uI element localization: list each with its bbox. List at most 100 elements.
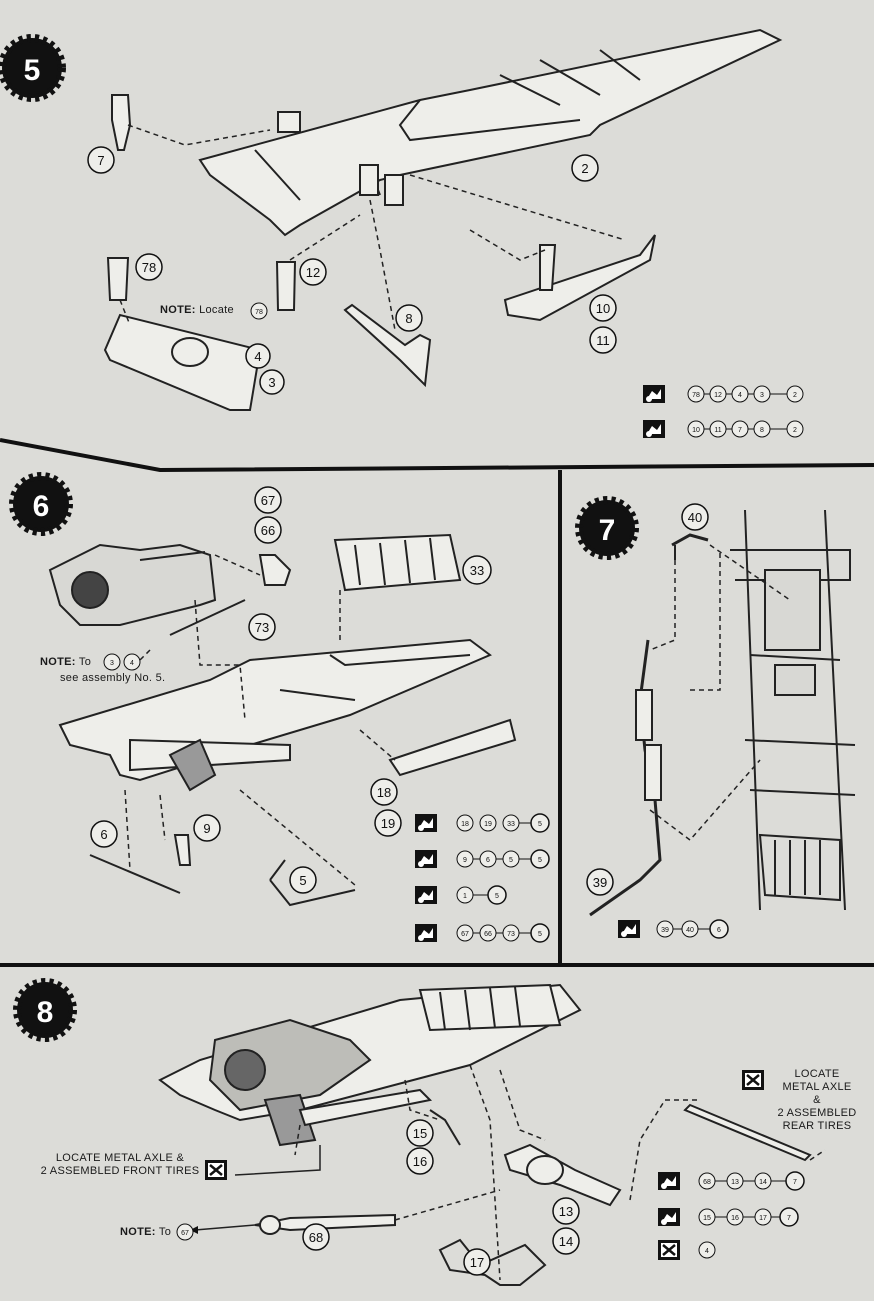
svg-text:66: 66 [484, 931, 492, 938]
svg-text:10: 10 [692, 427, 700, 434]
step6-leader-lines [124, 554, 396, 886]
svg-text:7: 7 [793, 1179, 797, 1186]
rear-axle-note: LOCATE METAL AXLE & 2 ASSEMBLED REAR TIR… [770, 1068, 864, 1133]
step7-exhaust-drawing [589, 533, 709, 917]
step5-front-axle-drawing [343, 234, 656, 388]
step6-small-parts-drawing [89, 599, 356, 907]
glue-icon [658, 1208, 680, 1226]
svg-text:7: 7 [97, 153, 104, 168]
callout-73: 73 [248, 613, 276, 641]
svg-text:8: 8 [37, 996, 54, 1029]
svg-text:3: 3 [110, 660, 114, 667]
svg-text:4: 4 [130, 660, 134, 667]
glue-icon [415, 886, 437, 904]
callouts: 7 2 78 12 8 10 11 4 3 67 66 73 33 18 19 … [87, 146, 709, 1276]
svg-text:9: 9 [463, 857, 467, 864]
svg-text:68: 68 [309, 1230, 323, 1245]
note-label: NOTE: [40, 656, 76, 668]
svg-text:16: 16 [731, 1215, 739, 1222]
callout-17: 17 [463, 1248, 491, 1276]
svg-text:2: 2 [793, 392, 797, 399]
step7-sequences: 39 40 6 [618, 919, 729, 939]
svg-text:66: 66 [261, 523, 275, 538]
step5-leader-lines [119, 124, 626, 331]
front-note-line2: 2 ASSEMBLED FRONT TIRES [40, 1165, 200, 1177]
svg-text:33: 33 [507, 821, 515, 828]
svg-text:67: 67 [261, 493, 275, 508]
callout-68: 68 [302, 1223, 330, 1251]
glue-icon [415, 850, 437, 868]
svg-text:5: 5 [538, 931, 542, 938]
callout-39: 39 [586, 868, 614, 896]
svg-text:3: 3 [760, 392, 764, 399]
svg-text:5: 5 [538, 857, 542, 864]
callout-5-step6: 5 [289, 866, 317, 894]
step5-note: NOTE: Locate [160, 304, 234, 317]
note-label: NOTE: [160, 304, 196, 316]
note-text: Locate [199, 304, 234, 316]
svg-text:16: 16 [413, 1154, 427, 1169]
svg-text:8: 8 [405, 311, 412, 326]
svg-text:4: 4 [705, 1248, 709, 1255]
step6-note: NOTE: To [40, 656, 91, 669]
svg-text:4: 4 [738, 392, 742, 399]
callout-66: 66 [254, 516, 282, 544]
glue-icon [415, 924, 437, 942]
svg-text:11: 11 [596, 333, 610, 348]
rear-note-line2: METAL AXLE [782, 1081, 852, 1093]
svg-text:18: 18 [461, 821, 469, 828]
svg-text:40: 40 [686, 927, 694, 934]
callout-8: 8 [395, 304, 423, 332]
note-label: NOTE: [120, 1226, 156, 1238]
no-cement-icon [740, 1068, 766, 1092]
step6-sequences: 18 19 33 5 9 6 5 5 1 5 67 66 73 5 [415, 813, 550, 943]
svg-text:7: 7 [738, 427, 742, 434]
step5-rear-axle-drawing [103, 257, 297, 411]
svg-text:40: 40 [688, 510, 702, 525]
front-note-line1: LOCATE METAL AXLE & [55, 1152, 185, 1164]
glue-icon [415, 814, 437, 832]
svg-text:2: 2 [793, 427, 797, 434]
callout-16: 16 [406, 1147, 434, 1175]
svg-text:11: 11 [714, 427, 721, 434]
svg-text:8: 8 [760, 427, 764, 434]
callout-6-step6: 6 [90, 820, 118, 848]
step5-sequences: 78 12 4 3 2 10 11 7 8 2 [643, 385, 804, 438]
svg-text:17: 17 [759, 1215, 767, 1222]
svg-text:3: 3 [268, 375, 275, 390]
callout-12: 12 [299, 258, 327, 286]
step5-badge: 5 [0, 34, 66, 102]
svg-text:78: 78 [255, 309, 263, 316]
step8-badge: 8 [13, 978, 77, 1042]
svg-text:5: 5 [495, 893, 499, 900]
step8-chassis-drawing [158, 983, 582, 1147]
svg-text:14: 14 [759, 1179, 767, 1186]
svg-text:1: 1 [463, 893, 467, 900]
seq6-1: 18 19 33 5 [456, 813, 550, 833]
svg-text:14: 14 [559, 1234, 573, 1249]
svg-text:67: 67 [181, 1230, 189, 1237]
svg-text:5: 5 [299, 873, 306, 888]
svg-text:10: 10 [596, 301, 610, 316]
rear-note-line3: & [813, 1094, 821, 1106]
step6-note-line2: see assembly No. 5. [60, 672, 166, 684]
rear-note-line5: REAR TIRES [782, 1120, 852, 1132]
callout-78: 78 [135, 253, 163, 281]
step7-leader-lines [649, 544, 791, 842]
callout-40: 40 [681, 503, 709, 531]
svg-text:15: 15 [703, 1215, 711, 1222]
svg-text:39: 39 [661, 927, 669, 934]
callout-3: 3 [259, 369, 285, 395]
svg-text:6: 6 [717, 927, 721, 934]
svg-text:6: 6 [33, 490, 50, 523]
step6-badge: 6 [9, 472, 73, 536]
svg-text:9: 9 [203, 821, 210, 836]
svg-text:73: 73 [507, 931, 515, 938]
svg-text:68: 68 [703, 1179, 711, 1186]
svg-text:2: 2 [581, 161, 588, 176]
svg-text:5: 5 [538, 821, 542, 828]
step6-engine-drawing [48, 543, 217, 626]
callout-15: 15 [406, 1119, 434, 1147]
svg-text:15: 15 [413, 1126, 427, 1141]
seq8-3: 4 [698, 1241, 716, 1259]
